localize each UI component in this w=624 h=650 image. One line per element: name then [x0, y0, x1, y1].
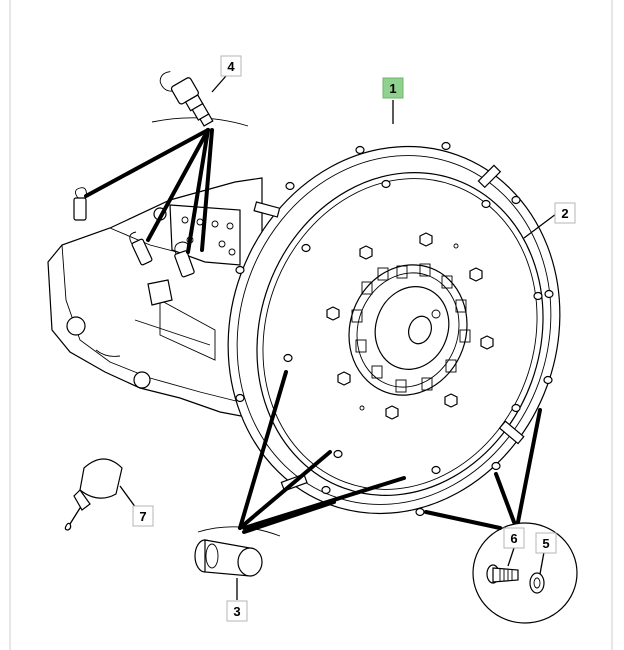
callout-4-box — [220, 55, 242, 77]
transmission-housing — [47, 177, 263, 421]
coupler-inset — [151, 71, 249, 127]
test-port-a — [73, 187, 87, 221]
callout-1-label: 1 — [389, 81, 396, 96]
callout-6: 6 — [503, 527, 525, 549]
callout-1-box — [382, 77, 404, 99]
sealant-part-7 — [64, 458, 123, 531]
callout-7-label: 7 — [139, 509, 146, 524]
dowel-pin-inset — [194, 526, 281, 577]
washer-part-5 — [529, 572, 545, 594]
callout-4: 4 — [220, 55, 242, 77]
callout-2-label: 2 — [561, 206, 568, 221]
rim-bolts — [235, 141, 554, 517]
callout-5: 5 — [535, 532, 557, 554]
callout-2: 2 — [554, 202, 576, 224]
callout-1: 1 — [382, 77, 404, 99]
callout-7: 7 — [132, 505, 154, 527]
callout-4-label: 4 — [227, 59, 235, 74]
callout-3-box — [226, 600, 248, 622]
leader-lines — [84, 75, 557, 600]
hub — [348, 263, 471, 396]
screw-washer-inset — [472, 522, 578, 624]
test-port-b — [129, 231, 153, 266]
callout-3: 3 — [226, 600, 248, 622]
coupler-part-4 — [159, 71, 214, 127]
callout-5-box — [535, 532, 557, 554]
dowel-pin-part-3 — [194, 539, 263, 577]
screw-part-6 — [486, 564, 519, 584]
flywheel-assembly — [227, 141, 561, 517]
callout-7-box — [132, 505, 154, 527]
callout-5-label: 5 — [542, 536, 549, 551]
callout-2-box — [554, 202, 576, 224]
callout-3-label: 3 — [233, 604, 240, 619]
callout-6-box — [503, 527, 525, 549]
callout-6-label: 6 — [510, 531, 517, 546]
hub-nuts — [326, 232, 494, 420]
test-port-c — [174, 241, 195, 278]
